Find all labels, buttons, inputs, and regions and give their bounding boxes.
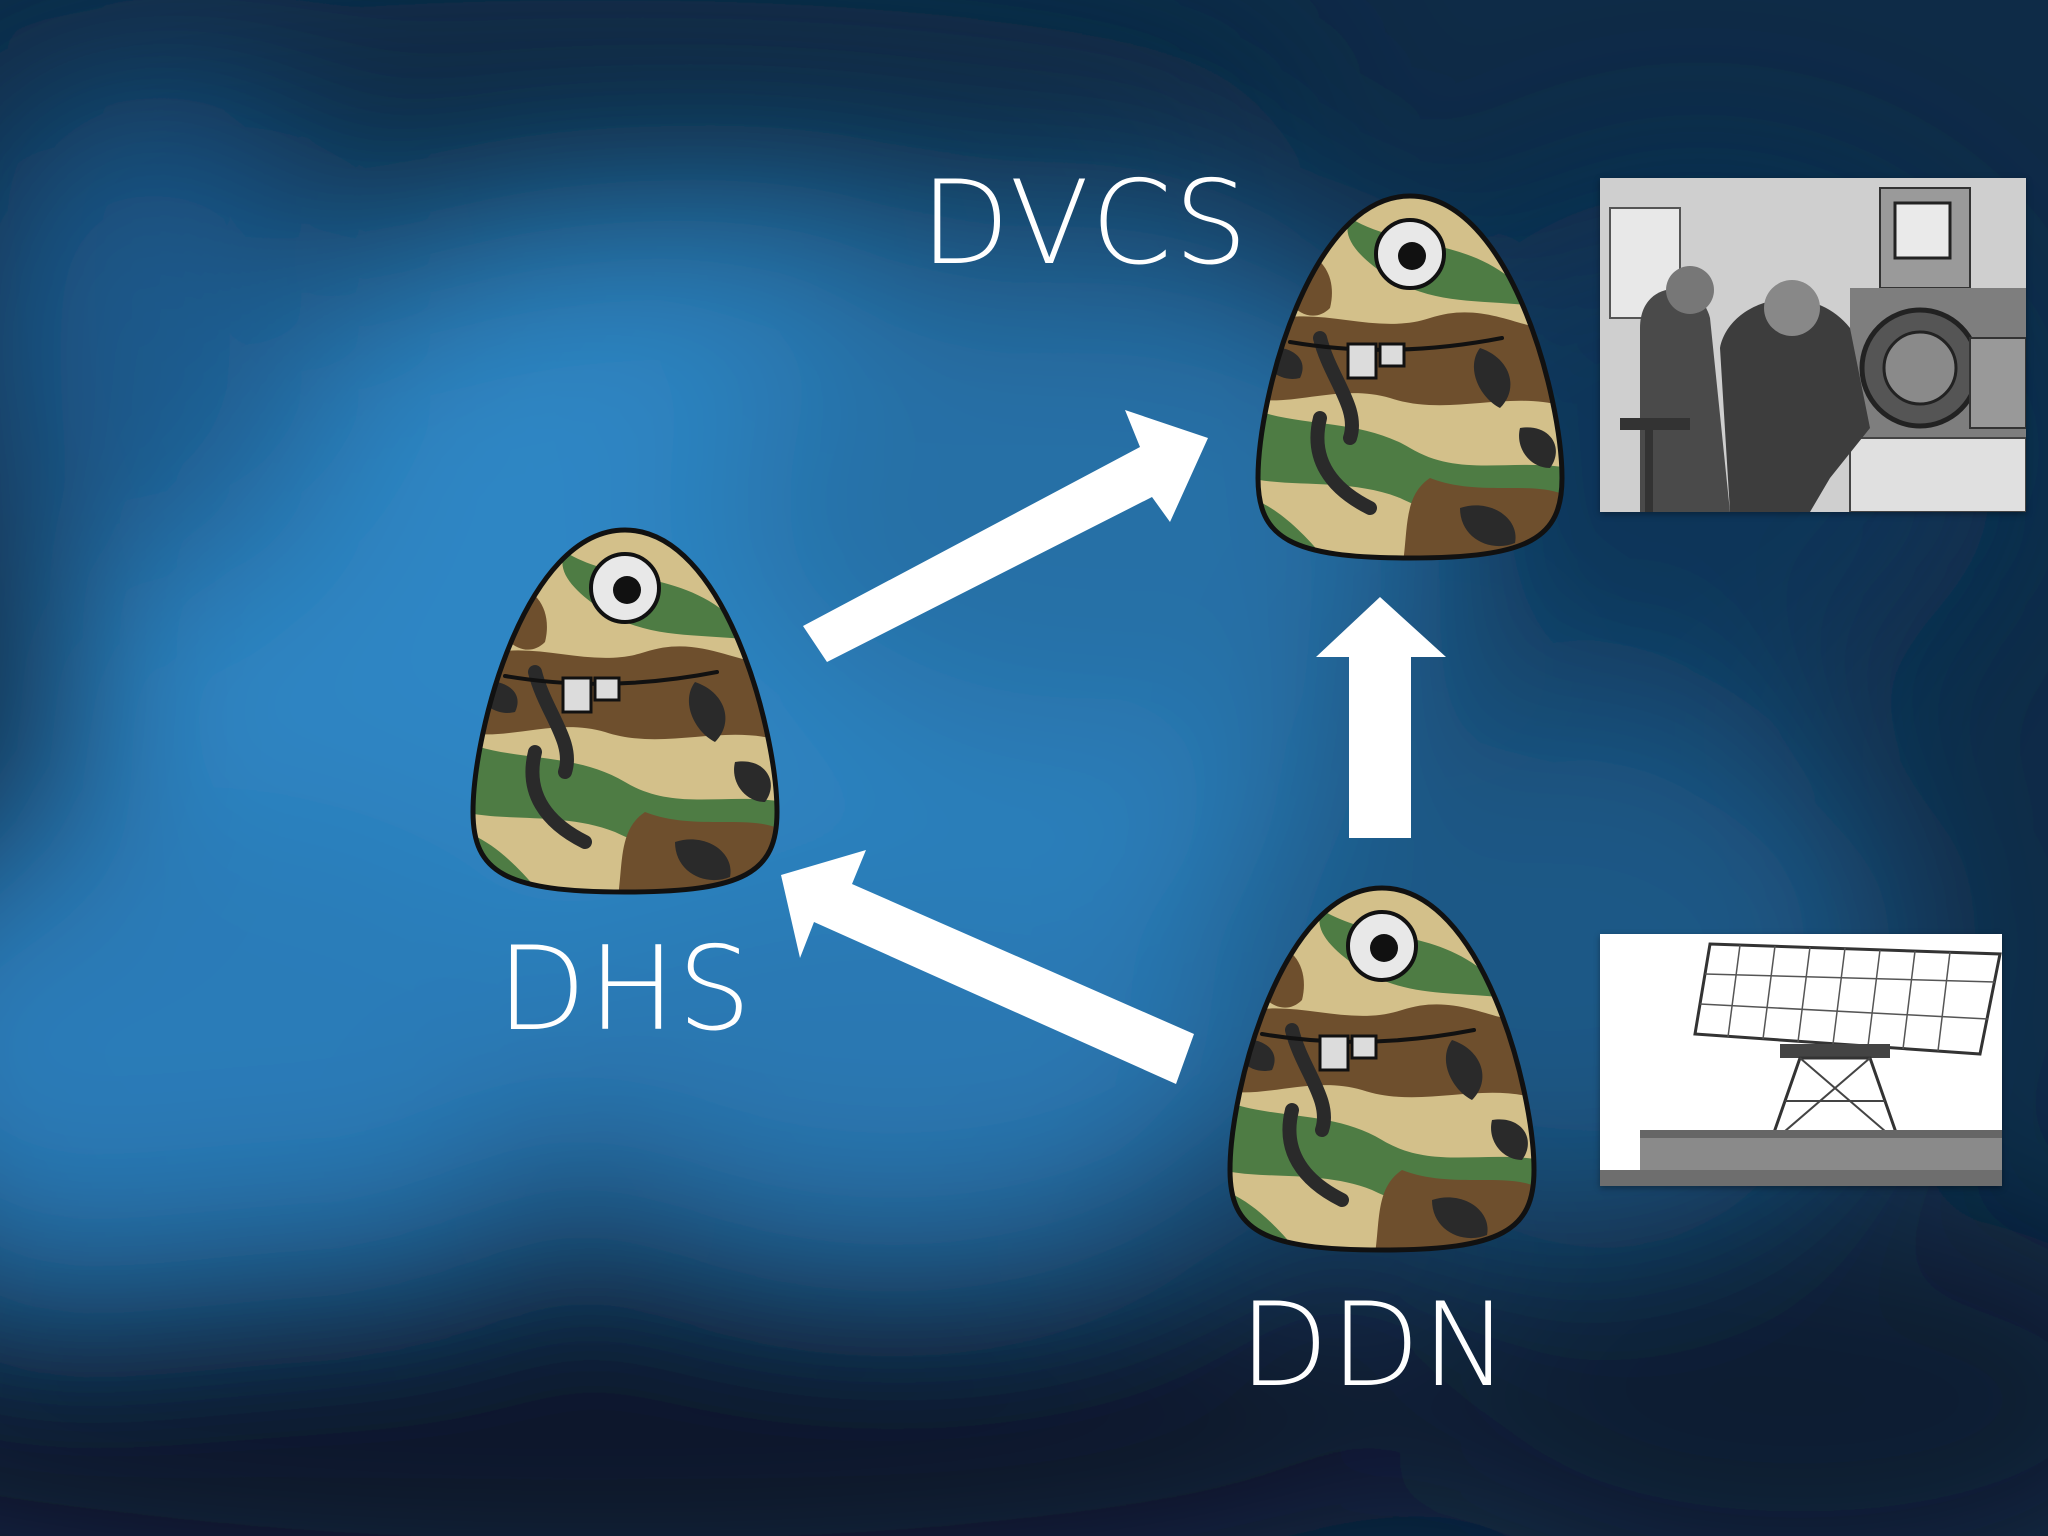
radar-operators-illustration xyxy=(1600,178,2026,512)
arrow-ddn-to-dhs xyxy=(781,850,1194,1084)
radar-antenna-photo xyxy=(1600,934,2002,1186)
mascot-dhs-icon xyxy=(465,512,785,912)
arrow-ddn-to-dvcs xyxy=(1316,597,1446,838)
arrow-dhs-to-dvcs xyxy=(803,410,1208,662)
radar-antenna-illustration xyxy=(1600,934,2002,1186)
node-label-dhs: DHS xyxy=(496,922,754,1057)
node-label-dvcs: DVCS xyxy=(920,156,1250,291)
mascot-ddn-icon xyxy=(1222,870,1542,1270)
mascot-dvcs-icon xyxy=(1250,178,1570,578)
node-label-ddn: DDN xyxy=(1239,1278,1511,1413)
radar-operators-photo xyxy=(1600,178,2026,512)
